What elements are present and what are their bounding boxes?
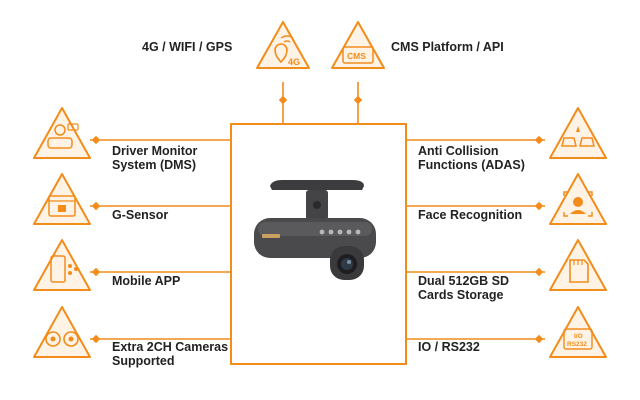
cms-monitor-icon: CMS (331, 21, 385, 69)
dot-right-2 (534, 201, 544, 211)
label-extra-cameras: Extra 2CH Cameras Supported (112, 340, 229, 368)
label-mobile-app: Mobile APP (112, 274, 181, 288)
dot-right-4 (534, 334, 544, 344)
dot-left-4 (91, 334, 101, 344)
mobile-app-icon (33, 239, 91, 291)
svg-text:RS232: RS232 (567, 341, 587, 348)
dashcam-device (254, 180, 376, 280)
dot-right-1 (534, 135, 544, 145)
sd-card-icon (549, 239, 607, 291)
driver-monitor-icon (33, 107, 91, 159)
label-sd-storage: Dual 512GB SD Cards Storage (418, 274, 510, 302)
svg-text:I/O: I/O (574, 333, 583, 340)
location-4g-icon: 4G (256, 21, 310, 69)
dot-top-right (353, 95, 363, 105)
dot-left-3 (91, 267, 101, 277)
label-io-rs232: IO / RS232 (418, 340, 480, 354)
face-recognition-icon (549, 173, 607, 225)
badge-cms: CMS (347, 51, 366, 61)
dot-right-3 (534, 267, 544, 277)
g-sensor-icon (33, 173, 91, 225)
badge-4g: 4G (288, 57, 300, 67)
label-g-sensor: G-Sensor (112, 208, 169, 222)
dot-left-1 (91, 135, 101, 145)
anti-collision-icon (549, 107, 607, 159)
label-4g-wifi-gps: 4G / WIFI / GPS (142, 40, 233, 54)
connector-lines (90, 82, 545, 340)
label-dms: Driver Monitor System (DMS) (112, 144, 198, 172)
dot-top-left (278, 95, 288, 105)
dot-left-2 (91, 201, 101, 211)
label-face-recognition: Face Recognition (418, 208, 523, 222)
label-adas: Anti Collision Functions (ADAS) (418, 144, 525, 172)
io-rs232-icon: I/O RS232 (549, 306, 607, 358)
label-cms-platform: CMS Platform / API (391, 40, 504, 54)
extra-cameras-icon (33, 306, 91, 358)
